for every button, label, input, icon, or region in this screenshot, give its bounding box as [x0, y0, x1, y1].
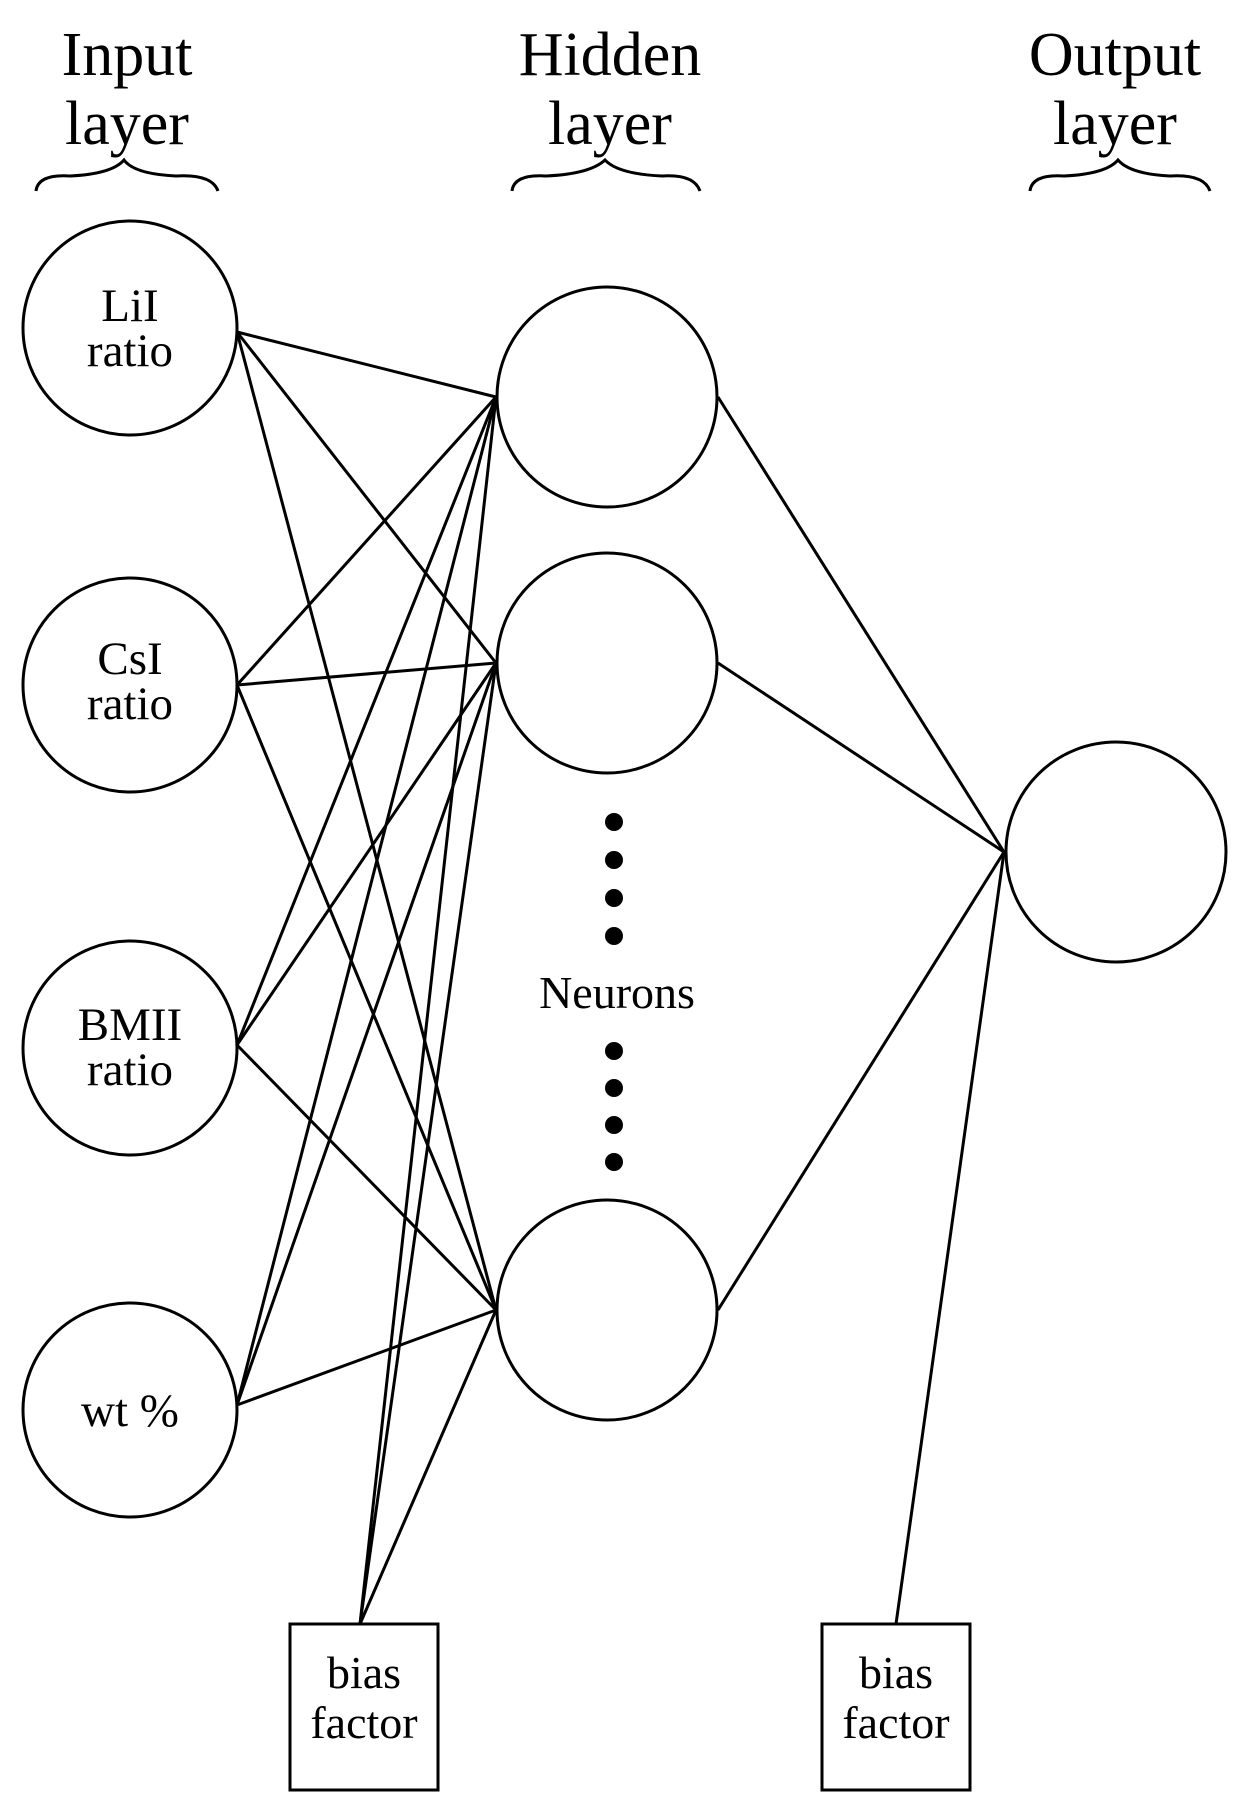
input-node-label-line1: LiI — [101, 280, 158, 332]
input-layer-title-line1: Input — [62, 21, 193, 89]
input-node-label-line1: CsI — [97, 633, 162, 685]
hidden-bias-rect — [288, 1622, 440, 1792]
edge-input1-hidden1 — [236, 330, 497, 399]
ellipsis-dot — [605, 1153, 623, 1171]
neurons-label: Neurons — [539, 967, 695, 1018]
edge-input3-hidden2 — [235, 662, 498, 1046]
input-layer-header: Input layer — [34, 21, 220, 192]
hidden-layer-title-line2: layer — [548, 90, 672, 158]
input-node-circle — [21, 939, 239, 1157]
ellipsis-dot — [605, 851, 623, 869]
ellipsis-dot — [605, 813, 623, 831]
hidden-bias-box: bias factor — [288, 1622, 440, 1792]
ellipsis-dot — [605, 1116, 623, 1134]
edge-input4-hidden2 — [235, 662, 498, 1406]
edge-input4-hidden3 — [236, 1308, 497, 1407]
edge-hidden2-output — [717, 661, 1005, 854]
hidden-neuron-3 — [495, 1198, 719, 1422]
edge-bias-hidden1 — [358, 396, 498, 1625]
input-node-label-line2: ratio — [87, 678, 173, 730]
output-layer-title-line1: Output — [1029, 21, 1201, 89]
hidden-neuron-1 — [495, 285, 719, 509]
edge-input2-hidden2 — [236, 661, 497, 687]
hidden-neuron-circle — [495, 1198, 719, 1422]
output-layer-brace — [1028, 157, 1212, 192]
hidden-ellipsis-lower — [605, 1042, 623, 1171]
ellipsis-dot — [605, 1079, 623, 1097]
ellipsis-dot — [605, 927, 623, 945]
edge-bias-output — [894, 851, 1006, 1625]
ellipsis-dot — [605, 1042, 623, 1060]
edge-input1-hidden3 — [235, 331, 498, 1311]
input-node-label-line2: ratio — [87, 325, 173, 377]
output-layer-header: Output layer — [1028, 21, 1212, 192]
edge-input3-hidden1 — [235, 396, 498, 1046]
output-bias-label-line2: factor — [842, 1697, 949, 1748]
edge-bias-hidden3 — [358, 1309, 498, 1625]
input-node-2: CsI ratio — [21, 576, 239, 794]
hidden-bias-label-line1: bias — [327, 1647, 401, 1698]
input-node-circle — [21, 219, 239, 437]
hidden-ellipsis-upper — [605, 813, 623, 945]
edge-input4-hidden1 — [235, 396, 498, 1406]
input-node-3: BMII ratio — [21, 939, 239, 1157]
edges — [235, 330, 1006, 1625]
input-node-circle — [21, 576, 239, 794]
input-node-1: LiI ratio — [21, 219, 239, 437]
input-node-label-line2: ratio — [87, 1044, 173, 1096]
hidden-bias-label-line2: factor — [310, 1697, 417, 1748]
output-bias-label-line1: bias — [859, 1647, 933, 1698]
edge-input3-hidden3 — [235, 1043, 498, 1312]
hidden-neuron-circle — [495, 285, 719, 509]
output-bias-box: bias factor — [820, 1622, 972, 1792]
input-layer-title-line2: layer — [65, 90, 189, 158]
output-layer-title-line2: layer — [1053, 90, 1177, 158]
input-node-4: wt % — [21, 1301, 239, 1519]
hidden-layer-title-line1: Hidden — [519, 21, 702, 89]
edge-input1-hidden2 — [235, 331, 498, 664]
edge-bias-hidden2 — [358, 662, 498, 1625]
input-node-label-line1: wt % — [81, 1385, 179, 1437]
edge-input2-hidden1 — [235, 395, 498, 687]
output-node-circle — [1004, 740, 1228, 964]
hidden-neuron-circle — [495, 551, 719, 775]
hidden-neuron-2 — [495, 551, 719, 775]
ellipsis-dot — [605, 889, 623, 907]
hidden-layer-header: Hidden layer — [510, 21, 702, 192]
output-bias-rect — [820, 1622, 972, 1792]
input-node-label-line1: BMII — [78, 999, 182, 1051]
edge-input2-hidden3 — [235, 684, 498, 1311]
input-node-circle — [21, 1301, 239, 1519]
input-layer-brace — [34, 157, 220, 192]
output-node — [1004, 740, 1228, 964]
edge-hidden1-output — [716, 396, 1006, 853]
hidden-layer-brace — [510, 157, 702, 192]
edge-hidden3-output — [716, 851, 1006, 1311]
